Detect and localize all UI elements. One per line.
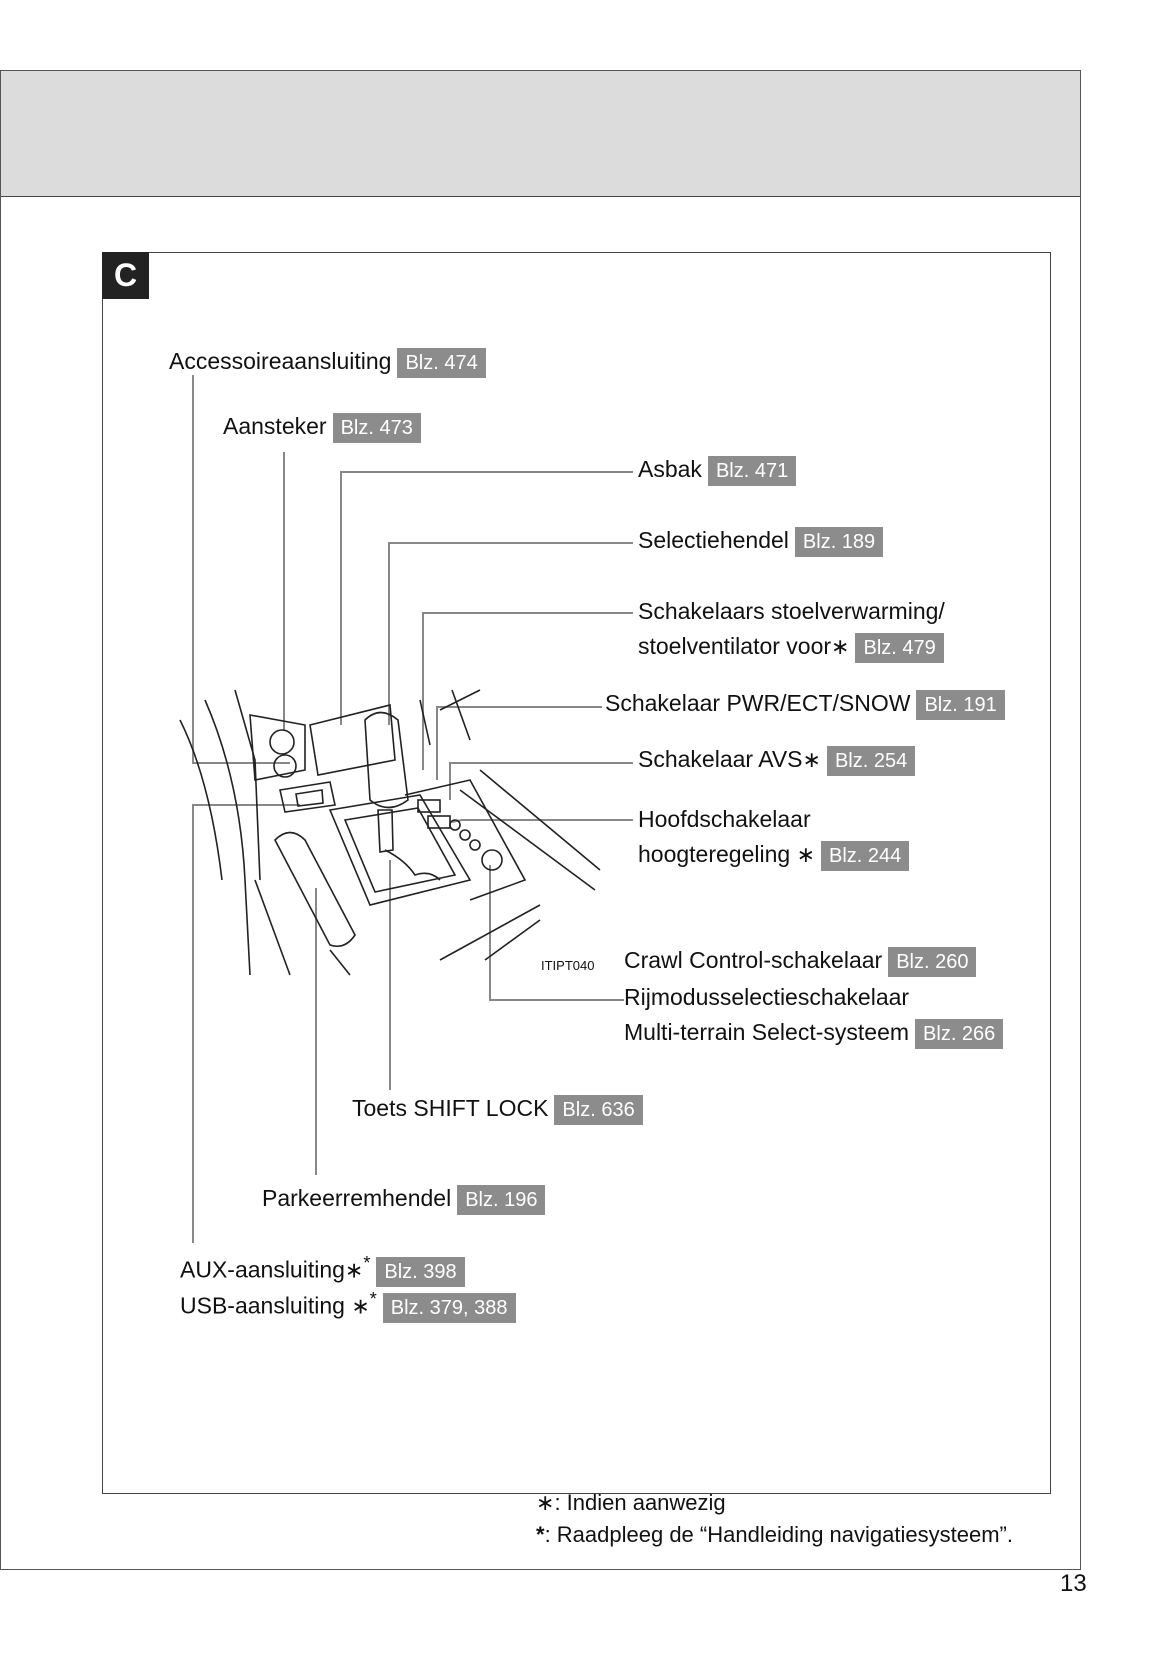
page-ref: Blz. 398 — [376, 1256, 465, 1287]
bold-asterisk-symbol: * — [536, 1522, 545, 1547]
bold-asterisk-symbol: * — [363, 1253, 371, 1273]
label-text: stoelventilator voor — [638, 633, 832, 659]
footnote-1: ∗: Indien aanwezig — [536, 1490, 726, 1516]
label-text: AUX-aansluiting — [180, 1256, 345, 1283]
asterisk-symbol: ∗ — [831, 634, 850, 659]
label-text: Schakelaars stoelverwarming/ — [638, 598, 945, 624]
label-text: USB-aansluiting — [180, 1292, 352, 1319]
page-ref: Blz. 254 — [826, 745, 916, 776]
label-text: Toets SHIFT LOCK — [352, 1095, 549, 1121]
label-usb: USB-aansluiting ∗*Blz. 379, 388 — [180, 1285, 516, 1323]
footnote-2: *: Raadpleeg de “Handleiding navigatiesy… — [536, 1522, 1013, 1548]
footnote-text: : Raadpleeg de “Handleiding navigatiesys… — [544, 1522, 1013, 1547]
label-rijmodus: Rijmodusselectieschakelaar — [624, 983, 909, 1011]
footnote-text: : Indien aanwezig — [554, 1490, 726, 1515]
label-aux: AUX-aansluiting∗*Blz. 398 — [180, 1249, 465, 1287]
asterisk-symbol: ∗ — [802, 747, 821, 772]
label-text: Schakelaar PWR/ECT/SNOW — [605, 690, 911, 716]
bold-asterisk-symbol: * — [369, 1289, 377, 1309]
label-text: hoogteregeling — [638, 841, 797, 867]
label-text: Rijmodusselectieschakelaar — [624, 984, 910, 1010]
label-hoofdschakelaar: Hoofdschakelaar — [638, 805, 811, 833]
page-ref: Blz. 474 — [397, 347, 486, 378]
page-ref: Blz. 473 — [332, 412, 421, 443]
leader-crawl — [489, 865, 624, 1001]
section-letter: C — [102, 252, 149, 299]
leader-hoofd — [451, 819, 633, 823]
page-ref: Blz. 379, 388 — [382, 1292, 516, 1323]
page-ref: Blz. 260 — [888, 946, 977, 977]
page-ref: Blz. 191 — [916, 689, 1005, 720]
label-text: Crawl Control-schakelaar — [624, 947, 883, 973]
label-stoelverwarming: Schakelaars stoelverwarming/ — [638, 597, 945, 625]
asterisk-symbol: ∗ — [536, 1490, 555, 1515]
page-ref: Blz. 189 — [794, 526, 884, 557]
figure-frame — [102, 252, 1051, 1494]
leader-pwr — [436, 706, 602, 780]
label-text: Aansteker — [223, 413, 327, 439]
page-ref: Blz. 196 — [457, 1184, 546, 1215]
label-text: Schakelaar AVS — [638, 746, 803, 772]
label-stoelventilator: stoelventilator voor∗Blz. 479 — [638, 632, 944, 663]
asterisk-symbol: ∗ — [351, 1293, 370, 1319]
asterisk-symbol: ∗ — [344, 1257, 364, 1283]
label-text: Parkeerremhendel — [262, 1185, 452, 1211]
page-number: 13 — [1060, 1570, 1087, 1597]
label-text: Multi-terrain Select-systeem — [624, 1019, 910, 1045]
page-ref: Blz. 636 — [554, 1094, 643, 1125]
label-text: Asbak — [638, 456, 702, 482]
header-band — [0, 70, 1081, 197]
leader-aux-usb — [192, 804, 300, 1243]
leader-selectiehendel — [388, 542, 633, 725]
leader-avs — [449, 762, 633, 800]
page-ref: Blz. 244 — [821, 840, 910, 871]
label-text: Hoofdschakelaar — [638, 806, 811, 832]
leader-stoel — [422, 612, 633, 770]
page-border — [0, 70, 1081, 1570]
label-hoogteregeling: hoogteregeling ∗Blz. 244 — [638, 840, 910, 871]
page-ref: Blz. 266 — [915, 1018, 1004, 1049]
leader-asbak — [340, 471, 633, 725]
label-avs: Schakelaar AVS∗Blz. 254 — [638, 745, 916, 776]
page-ref: Blz. 471 — [707, 455, 797, 486]
label-text: Accessoireaansluiting — [169, 348, 392, 374]
page-ref: Blz. 479 — [855, 632, 944, 663]
figure-id: ITIPT040 — [541, 958, 595, 973]
leader-accessoire — [192, 375, 290, 764]
asterisk-symbol: ∗ — [796, 842, 816, 867]
label-text: Selectiehendel — [638, 527, 789, 553]
